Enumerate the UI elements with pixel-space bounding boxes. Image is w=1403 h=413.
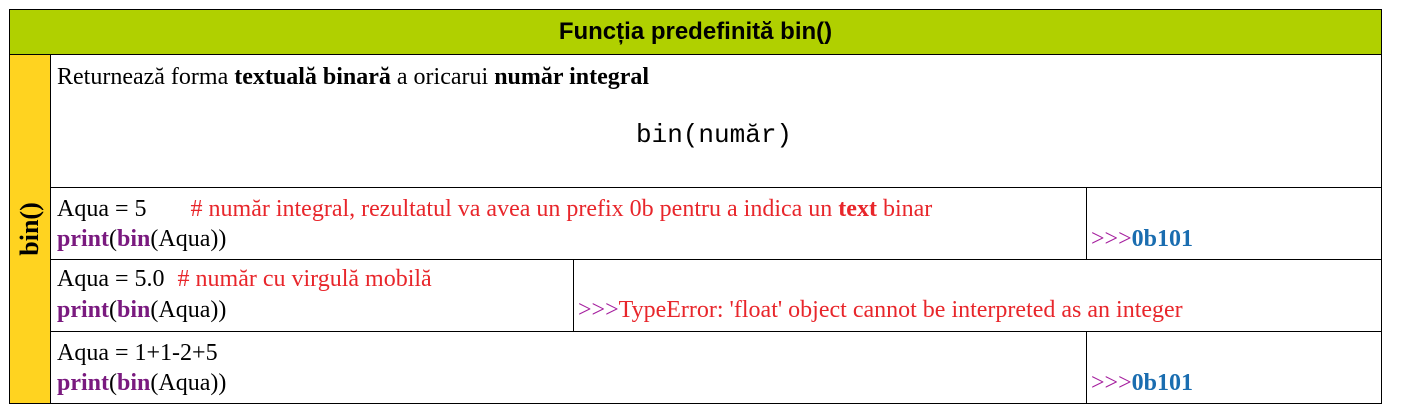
side-label: bin() (15, 202, 44, 256)
prompt-marker: >>> (1091, 370, 1132, 396)
description-cell: Returnează forma textuală binară a orica… (51, 55, 1382, 188)
open-paren: ( (109, 226, 118, 252)
call-args: (Aqua)) (150, 297, 227, 323)
bin-keyword: bin (117, 370, 151, 396)
example1-line2: print(bin(Aqua)) (57, 225, 226, 253)
description-bold1: textuală binară (234, 64, 391, 90)
description-bold2: număr integral (494, 64, 650, 90)
example2-line1: Aqua = 5.0 # număr cu virgulă mobilă (57, 265, 432, 293)
example1-assign: Aqua = 5 (57, 196, 147, 222)
open-paren: ( (109, 370, 118, 396)
example2-line2: print(bin(Aqua)) (57, 296, 226, 324)
example1-result: >>>0b101 (1091, 225, 1193, 253)
example1-code-cell: Aqua = 5 # număr integral, rezultatul va … (51, 188, 1087, 260)
example2-assign: Aqua = 5.0 (57, 266, 165, 292)
side-label-column: bin() (9, 55, 51, 404)
result-value: 0b101 (1131, 226, 1193, 252)
example3-code-cell: Aqua = 1+1-2+5 print(bin(Aqua)) (51, 332, 1087, 404)
example2-result: >>>TypeError: 'float' object cannot be i… (578, 296, 1183, 324)
open-paren: ( (109, 297, 118, 323)
syntax-text: bin(număr) (636, 120, 793, 150)
print-keyword: print (57, 370, 110, 396)
example3-line2: print(bin(Aqua)) (57, 369, 226, 397)
example1-comment: # număr integral, rezultatul va avea un … (191, 196, 933, 222)
example1-result-cell: >>>0b101 (1087, 188, 1382, 260)
example3-line1: Aqua = 1+1-2+5 (57, 340, 218, 366)
description-part1: Returnează forma (57, 64, 235, 90)
example2-comment: # număr cu virgulă mobilă (177, 266, 432, 292)
bin-keyword: bin (117, 226, 151, 252)
example2-code-cell: Aqua = 5.0 # număr cu virgulă mobilă prin… (51, 260, 574, 332)
error-message: TypeError: 'float' object cannot be inte… (618, 297, 1183, 323)
prompt-marker: >>> (578, 297, 619, 323)
result-value: 0b101 (1131, 370, 1193, 396)
example2-result-cell: >>>TypeError: 'float' object cannot be i… (574, 260, 1382, 332)
example1-comment-post: binar (876, 196, 933, 222)
example1-line1: Aqua = 5 # număr integral, rezultatul va … (57, 195, 932, 223)
example1-comment-bold: text (838, 196, 877, 222)
prompt-marker: >>> (1091, 226, 1132, 252)
page-title: Funcția predefinită bin() (9, 9, 1382, 55)
call-args: (Aqua)) (150, 226, 227, 252)
example3-result-cell: >>>0b101 (1087, 332, 1382, 404)
example3-result: >>>0b101 (1091, 369, 1193, 397)
example1-comment-pre: # număr integral, rezultatul va avea un … (190, 196, 839, 222)
bin-keyword: bin (117, 297, 151, 323)
description-text: Returnează forma textuală binară a orica… (57, 63, 649, 91)
print-keyword: print (57, 297, 110, 323)
call-args: (Aqua)) (150, 370, 227, 396)
print-keyword: print (57, 226, 110, 252)
description-part2: a oricarui (390, 64, 495, 90)
